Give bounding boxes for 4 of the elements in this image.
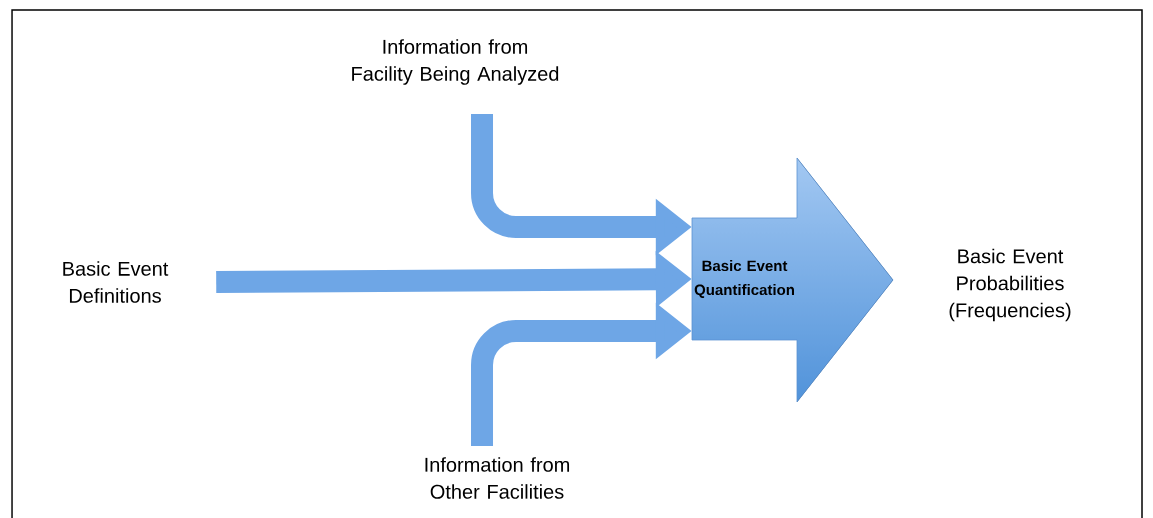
label-text: Basic Event Probabilities (Frequencies) [949, 248, 1071, 322]
label-text: Basic Event Definitions [63, 261, 169, 303]
label-text: Information from Facility Being Analyzed [352, 39, 559, 85]
label-text: Information from Other Facilities [425, 457, 570, 499]
